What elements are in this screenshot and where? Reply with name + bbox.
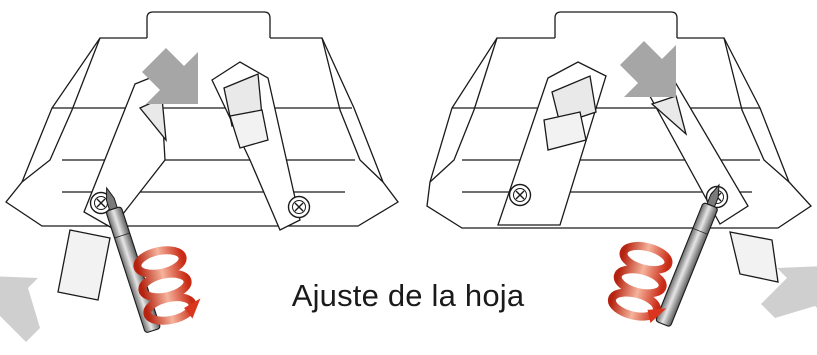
rotation-arrows-icon [135,245,204,328]
blade-right [639,69,779,283]
blade-right [211,61,301,231]
blade-left [497,61,607,226]
screw-icon [287,195,311,219]
screw-icon [508,183,532,207]
blade-pull-out-arrow-icon [0,276,40,342]
blade-left [57,73,167,301]
right-assembly [426,11,817,327]
press-down-arrow-icon [620,41,676,97]
left-assembly [0,11,399,342]
housing-outline [5,11,399,227]
caption: Ajuste de la hoja [291,278,525,313]
housing-outline [426,11,812,229]
